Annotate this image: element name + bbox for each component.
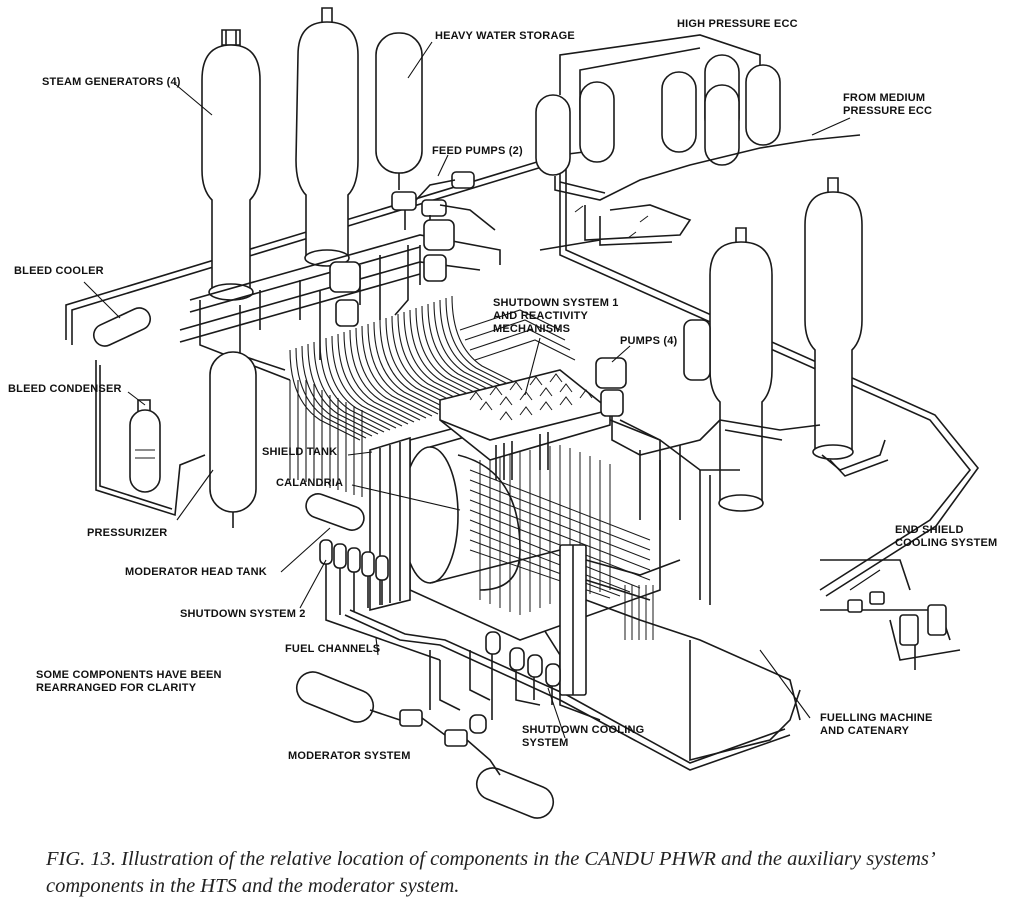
label-shutdown-system-2: SHUTDOWN SYSTEM 2 [180, 608, 306, 620]
label-pressurizer: PRESSURIZER [87, 527, 168, 539]
reactivity-mechanisms-deck [439, 369, 611, 480]
label-shield-tank: SHIELD TANK [262, 446, 338, 458]
high-pressure-ecc-tanks [535, 34, 861, 251]
feeder-pipes [289, 295, 576, 497]
label-shutdown-cooling-system: SHUTDOWN COOLING SYSTEM [522, 724, 645, 749]
label-heavy-water-storage: HEAVY WATER STORAGE [435, 30, 575, 42]
label-calandria: CALANDRIA [276, 477, 344, 489]
label-end-shield-cooling-system: END SHIELD COOLING SYSTEM [895, 524, 998, 549]
feed-pumps [391, 171, 496, 235]
label-from-medium-pressure-ecc: FROM MEDIUM PRESSURE ECC [843, 92, 933, 117]
hts-pumps-right [595, 319, 821, 605]
label-fuelling-machine: FUELLING MACHINE AND CATENARY [820, 712, 933, 737]
label-steam-generators: STEAM GENERATORS (4) [42, 76, 181, 88]
candu-phwr-illustration: HEAVY WATER STORAGE HIGH PRESSURE ECC ST… [8, 7, 998, 819]
calandria-vessel [369, 399, 661, 641]
label-feed-pumps: FEED PUMPS (2) [432, 145, 523, 157]
steam-generators [201, 7, 889, 512]
figure-caption: FIG. 13. Illustration of the relative lo… [46, 848, 934, 897]
label-high-pressure-ecc: HIGH PRESSURE ECC [677, 18, 798, 30]
heavy-water-storage-tank [375, 32, 423, 190]
fuelling-machine [559, 544, 801, 721]
moderator-system [295, 631, 561, 819]
label-moderator-head-tank: MODERATOR HEAD TANK [125, 566, 267, 578]
label-bleed-cooler: BLEED COOLER [14, 265, 104, 277]
heat-transport-headers [179, 219, 501, 381]
label-fuel-channels: FUEL CHANNELS [285, 643, 381, 655]
label-moderator-system: MODERATOR SYSTEM [288, 750, 411, 762]
end-shield-cooling-system [820, 559, 961, 670]
bleed-and-pressurizer-group [92, 307, 365, 531]
leader-lines [83, 41, 881, 739]
label-shutdown-system-1: SHUTDOWN SYSTEM 1 AND REACTIVITY MECHANI… [493, 297, 619, 335]
label-bleed-condenser: BLEED CONDENSER [8, 383, 122, 395]
note-components-rearranged: SOME COMPONENTS HAVE BEEN REARRANGED FOR… [36, 669, 222, 694]
label-pumps: PUMPS (4) [620, 335, 678, 347]
shutdown-system-2 [319, 539, 441, 661]
perimeter-piping [65, 149, 980, 771]
